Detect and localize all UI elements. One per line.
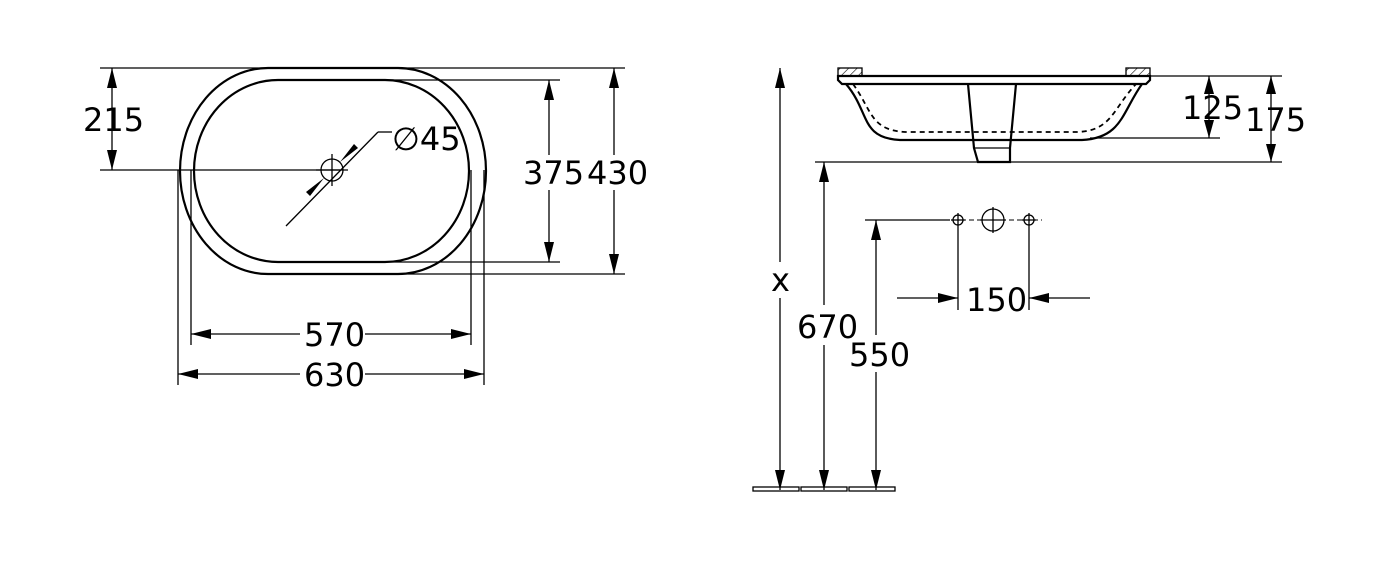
arrowhead bbox=[340, 144, 358, 162]
dim-label-550: 550 bbox=[849, 336, 910, 374]
floor-plate bbox=[848, 486, 896, 492]
basin-bowl-inner bbox=[852, 83, 1137, 133]
arrowhead bbox=[819, 162, 829, 182]
arrowhead bbox=[938, 293, 958, 303]
dim-label-630: 630 bbox=[304, 356, 365, 394]
arrowhead bbox=[819, 470, 829, 490]
floor-plate bbox=[800, 486, 848, 492]
arrowhead bbox=[775, 470, 785, 490]
arrowhead bbox=[464, 369, 484, 379]
countertop-right bbox=[1125, 67, 1151, 77]
arrowhead bbox=[871, 470, 881, 490]
top-view: 215 ∅45 375 430 570 630 bbox=[83, 66, 648, 394]
arrowhead bbox=[107, 68, 117, 88]
diameter-leader bbox=[285, 131, 379, 227]
dim-label-125: 125 bbox=[1182, 89, 1243, 127]
arrowhead bbox=[1204, 76, 1214, 94]
basin-bowl-outer bbox=[845, 83, 1143, 142]
arrowhead bbox=[306, 178, 324, 196]
countertop-left bbox=[837, 67, 863, 77]
dim-label-150: 150 bbox=[966, 281, 1027, 319]
arrowhead bbox=[1029, 293, 1049, 303]
dim-label-670: 670 bbox=[797, 308, 858, 346]
side-view: 125 175 x 670 550 150 bbox=[752, 67, 1306, 492]
dim-label-430: 430 bbox=[587, 154, 648, 192]
floor-plate bbox=[752, 486, 800, 492]
arrowhead bbox=[107, 150, 117, 170]
arrowhead bbox=[609, 254, 619, 274]
dim-label-570: 570 bbox=[304, 316, 365, 354]
arrowhead bbox=[191, 329, 211, 339]
dim-label-375: 375 bbox=[523, 154, 584, 192]
dim-label-215: 215 bbox=[83, 101, 144, 139]
arrowhead bbox=[544, 242, 554, 262]
arrowhead bbox=[871, 220, 881, 240]
arrowhead bbox=[451, 329, 471, 339]
arrowhead bbox=[1266, 144, 1276, 162]
tap-holes bbox=[945, 207, 1042, 310]
dim-label-diameter: ∅45 bbox=[392, 120, 461, 158]
dim-label-x: x bbox=[771, 261, 790, 299]
arrowhead bbox=[1204, 120, 1214, 138]
arrowhead bbox=[178, 369, 198, 379]
overflow-channel bbox=[966, 83, 1018, 164]
dim-label-175: 175 bbox=[1245, 101, 1306, 139]
arrowhead bbox=[775, 68, 785, 88]
basin-rim bbox=[836, 74, 1152, 86]
arrowhead bbox=[544, 80, 554, 100]
arrowhead bbox=[609, 68, 619, 88]
arrowhead bbox=[1266, 76, 1276, 94]
